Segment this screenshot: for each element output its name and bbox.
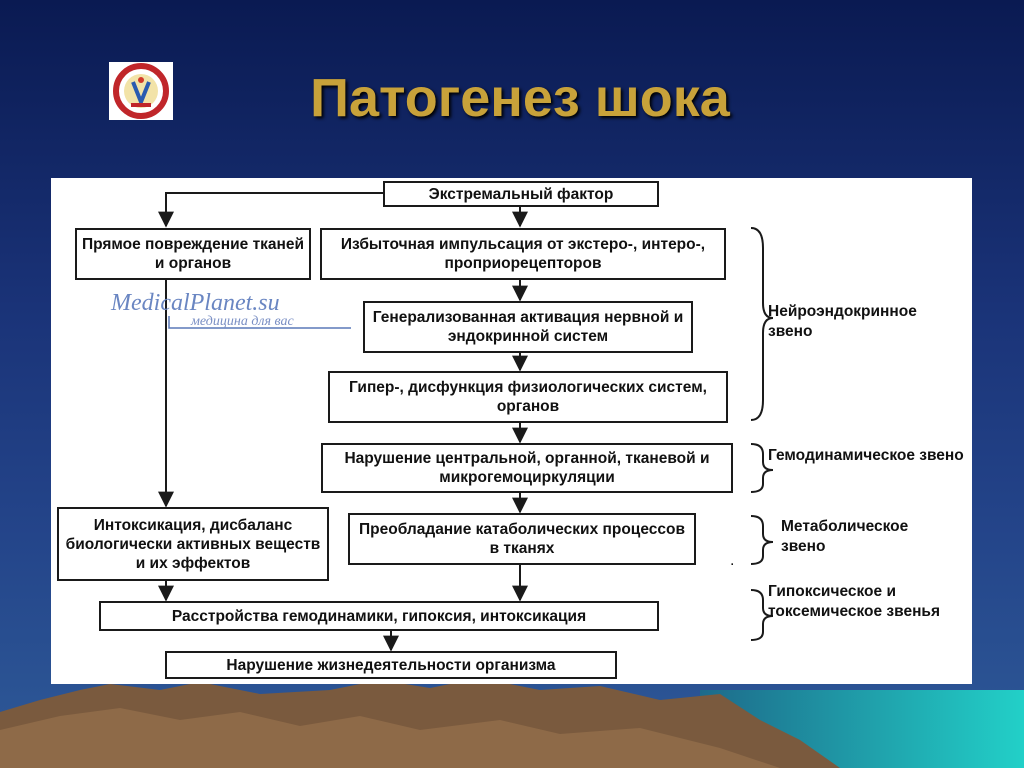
label-hemodynamic: Гемодинамическое звено xyxy=(768,447,964,464)
diagram-panel: Экстремальный фактор Прямое повреждение … xyxy=(51,178,972,684)
dot-mark: . xyxy=(730,552,735,569)
watermark-text: MedicalPlanet.su xyxy=(111,290,280,316)
label-hypoxic: Гипоксическое и токсемическое звенья xyxy=(768,583,941,620)
node-intoxication: Интоксикация, дисбаланс биологически акт… xyxy=(57,507,329,581)
node-circulation-disorder: Нарушение центральной, органной, тканево… xyxy=(321,443,733,493)
institution-logo xyxy=(109,62,173,120)
node-catabolic: Преобладание катаболических процессов в … xyxy=(348,513,696,565)
node-excess-impulse: Избыточная импульсация от экстеро-, инте… xyxy=(320,228,726,280)
slide-title: Патогенез шока xyxy=(310,68,730,128)
node-direct-damage: Прямое повреждение тканей и органов xyxy=(75,228,311,280)
node-hemodynamic-disorder: Расстройства гемодинамики, гипоксия, инт… xyxy=(99,601,659,631)
watermark-underline xyxy=(168,316,351,329)
node-extreme-factor: Экстремальный фактор xyxy=(383,181,659,207)
watermark-subtext: медицина для вас xyxy=(191,314,294,329)
diagram-connectors xyxy=(158,192,774,652)
node-dysfunction: Гипер-, дисфункция физиологических систе… xyxy=(328,371,728,423)
label-neuroendocrine: Нейроэндокринное звено xyxy=(768,303,917,340)
node-vital-disorder: Нарушение жизнедеятельности организма xyxy=(165,651,617,679)
node-generalized-activation: Генерализованная активация нервной и энд… xyxy=(363,301,693,353)
label-metabolic: Метаболическое звено xyxy=(781,518,909,555)
